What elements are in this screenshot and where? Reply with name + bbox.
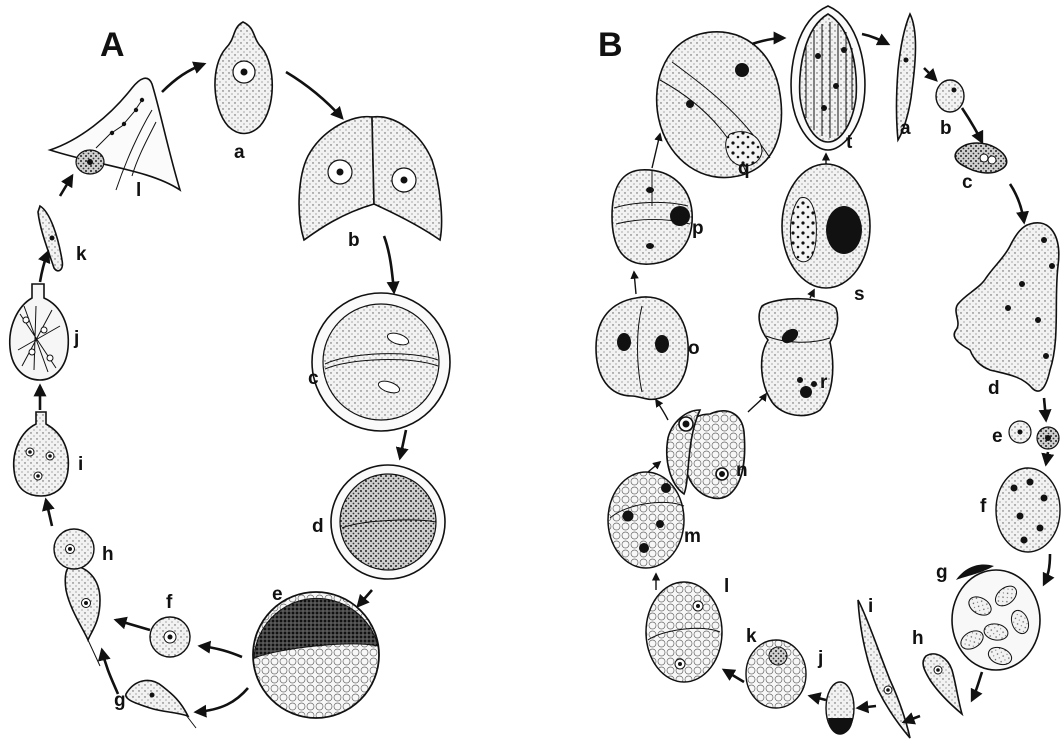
panel-b-arrow-g-to-h [972,672,982,700]
panel-b-arrow-b-to-c [962,108,982,142]
panel-b-stage-d-cell [954,223,1059,391]
panel-a-arrow-j-to-k [40,252,48,282]
panel-a-arrow-k-to-l [60,176,72,196]
panel-a-label-e: e [272,584,283,605]
panel-b-arrow-r-to-s [810,290,814,298]
panel-a-stage-i-flask [14,412,69,496]
panel-b-label-n: n [736,460,748,481]
panel-b-arrow-p-to-q [652,134,660,168]
panel-b-arrow-n-to-r [748,394,766,412]
panel-b-stage-j-cell [826,682,854,734]
panel-b-label-k: k [746,626,757,647]
panel-b-stage-o-cell [596,297,688,399]
panel-a: A [10,22,450,728]
panel-b-stage-t-cyst [791,6,865,150]
panel-b-stage-k-cell [746,640,806,708]
panel-a-label-l: l [136,180,141,201]
panel-b-stage-m-cell [608,472,684,568]
panel-b-stage-l-cell [646,582,722,682]
panel-b-arrow-o-to-p [634,272,636,294]
panel-b-label-j: j [817,648,823,669]
panel-b-label-o: o [688,338,700,359]
panel-b-stage-q-cell [657,32,782,178]
panel-b-label-i: i [868,596,873,617]
panel-b-stage-p-cell [612,170,692,264]
panel-a-stage-d-cyst [331,465,445,579]
panel-b-letter: B [598,26,623,64]
panel-b-arrow-k-to-l [724,670,744,682]
panel-b-arrow-j-to-k [810,696,826,700]
panel-a-label-i: i [78,454,83,475]
panel-a-stage-k-cell [38,206,62,271]
panel-b-label-d: d [988,378,1000,399]
panel-a-arrow-g-to-h [102,650,118,694]
panel-a-label-j: j [73,328,79,349]
panel-a-label-g: g [114,690,126,711]
panel-b-label-c: c [962,172,973,193]
panel-a-label-a: a [234,142,245,163]
panel-b-label-e: e [992,426,1003,447]
panel-b-stage-e-cells [1009,421,1059,449]
panel-b-label-m: m [684,526,701,547]
panel-a-arrow-e-to-f [200,646,242,657]
panel-a-label-h: h [102,544,114,565]
panel-a-stage-l-tissue [50,78,180,190]
panel-a-label-b: b [348,230,360,251]
panel-b-label-t: t [846,132,853,153]
panel-a-stage-h-cell [54,529,100,666]
panel-a-arrow-f-to-h [116,620,150,630]
panel-b-label-b: b [940,118,952,139]
panel-b-label-s: s [854,284,865,305]
panel-a-label-f: f [166,592,173,613]
panel-b-stage-s-cell [782,164,870,288]
panel-a-stage-f-cell [150,617,190,657]
panel-b-label-h: h [912,628,924,649]
panel-b-arrow-q-to-t [752,38,784,44]
panel-a-arrow-h-to-i [46,500,52,526]
panel-b-arrow-n-to-o [656,400,668,420]
panel-a-label-k: k [76,244,87,265]
panel-a-stage-e-cyst [253,592,379,718]
panel-b-stage-c-cell [955,143,1007,173]
panel-b-stage-h-cell [923,654,962,714]
panel-a-stage-b-cells [299,117,442,240]
panel-a-stage-a-cell [215,22,272,134]
panel-a-arrow-a-to-b [286,72,342,118]
panel-a-label-c: c [308,368,319,389]
panel-b-stage-i-cell [858,600,910,738]
panel-b-arrow-e-to-f [1046,452,1048,464]
panel-b-stage-b-cell [936,80,964,112]
panel-b-arrow-f-to-g [1044,554,1050,584]
panel-b-label-l: l [724,576,729,597]
panel-b-arrow-a-to-b [924,68,936,80]
panel-b-label-q: q [738,158,750,179]
panel-b-label-f: f [980,496,987,517]
panel-b-stage-r-cell [759,299,837,416]
panel-a-arrow-l-to-a [162,64,204,92]
panel-b-arrow-i-to-j [858,706,876,708]
panel-a-label-d: d [312,516,324,537]
panel-b-label-r: r [820,372,828,393]
panel-b-arrow-c-to-d [1010,184,1024,222]
panel-a-stage-j-flask [10,284,69,380]
panel-a-arrow-b-to-c [384,236,394,292]
panel-b-label-g: g [936,562,948,583]
panel-b-label-p: p [692,218,704,239]
panel-b-label-a: a [900,118,911,139]
panel-a-stage-c-cyst [312,293,450,431]
panel-b-arrow-h-to-i [904,716,920,722]
panel-b-arrow-m-to-n [648,462,660,472]
panel-b: B [596,6,1060,738]
panel-a-arrow-c-to-d [400,430,406,458]
panel-b-arrow-d-to-e [1044,398,1046,420]
panel-a-arrow-e-to-g [196,688,248,712]
panel-a-stage-g-cell [126,680,196,728]
panel-a-arrow-d-to-e [358,590,372,606]
panel-b-stage-f-cell [996,468,1060,552]
panel-a-letter: A [100,26,125,64]
panel-b-stage-g-cyst [952,565,1040,670]
panel-b-stage-n-cell [667,410,745,498]
panel-b-arrow-t-to-a [862,34,888,44]
